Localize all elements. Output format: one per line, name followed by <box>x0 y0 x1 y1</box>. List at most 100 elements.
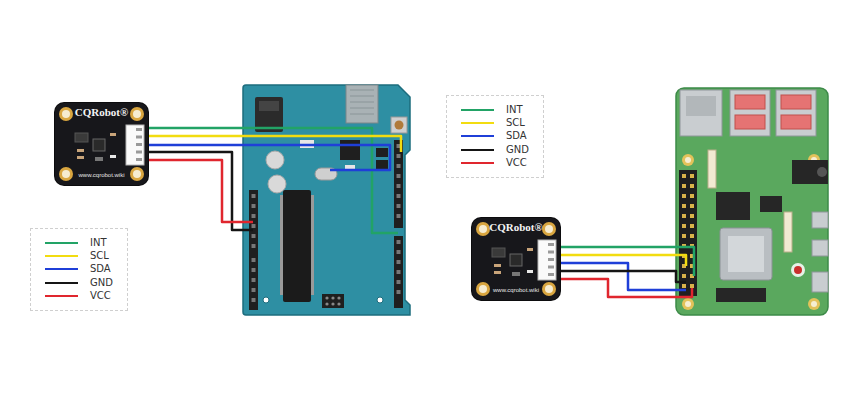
raspberry-pi-board-part <box>817 167 827 177</box>
arduino-board-part <box>394 140 403 228</box>
smd-part <box>110 155 116 158</box>
mounting-hole <box>62 170 70 178</box>
arduino-board-part <box>395 121 404 130</box>
arduino-board-part-part <box>397 174 401 178</box>
legend-line <box>461 135 494 137</box>
smd-part <box>527 248 533 251</box>
arduino-board-part <box>280 195 283 295</box>
legend-row: SDA <box>31 263 127 276</box>
legend-text: SCL <box>90 250 109 262</box>
mounting-hole <box>542 282 556 296</box>
arduino-board-part <box>376 148 388 157</box>
arduino-board-part <box>252 144 401 302</box>
legend-line <box>45 268 78 270</box>
scl-wire <box>560 255 686 266</box>
legend-text: GND <box>90 277 113 289</box>
arduino-board-part <box>263 297 269 303</box>
connector-pin <box>136 143 142 146</box>
wire-bundle <box>148 128 401 233</box>
raspberry-pi-board-part <box>776 90 816 136</box>
arduino-board-part-part <box>397 260 401 264</box>
raspberry-pi-board-part <box>735 115 765 129</box>
raspberry-pi-board-part <box>708 150 716 188</box>
raspberry-pi-board-part <box>784 212 792 252</box>
legend-row: INT <box>31 236 127 249</box>
arduino-board-part <box>377 297 383 303</box>
arduino-board-part-part <box>397 214 401 218</box>
raspberry-pi-board-part <box>676 88 828 315</box>
raspberry-pi-board-part-part <box>690 184 694 188</box>
arduino-board-part-part <box>252 214 256 218</box>
raspberry-pi-board-part <box>781 95 811 109</box>
legend-text: SDA <box>506 130 527 142</box>
sda-wire <box>560 263 686 290</box>
arduino-board-part <box>350 90 374 91</box>
arduino-board-part <box>243 85 410 315</box>
legend-line <box>45 255 78 257</box>
raspberry-pi-board-part <box>735 95 765 109</box>
arduino-board-part <box>322 294 344 308</box>
mounting-hole <box>479 285 487 293</box>
connector-pin <box>548 243 554 246</box>
raspberry-pi-board-part <box>812 272 828 292</box>
connector <box>538 240 556 280</box>
raspberry-pi-board-part <box>685 157 691 163</box>
raspberry-pi-board-part-part <box>682 184 686 188</box>
arduino-board-part <box>249 190 258 310</box>
legend-text: INT <box>506 104 523 116</box>
mounting-hole <box>479 225 487 233</box>
vcc-wire <box>148 160 253 222</box>
legend-row: SDA <box>447 130 543 143</box>
arduino-board-part <box>391 117 407 133</box>
wire-bundle <box>560 247 694 297</box>
raspberry-pi-board-part <box>730 90 770 136</box>
raspberry-pi-board-part <box>792 160 828 184</box>
mounting-hole <box>476 282 490 296</box>
arduino-board-part <box>376 160 388 169</box>
gnd-wire <box>148 152 253 230</box>
arduino-board-part <box>266 151 284 169</box>
raspberry-pi-board-part-part <box>682 174 686 178</box>
arduino-board-part-part <box>252 258 256 262</box>
arduino-board-part-part <box>252 234 256 238</box>
legend-line <box>461 122 494 124</box>
arduino-board-part <box>259 101 279 111</box>
raspberry-pi-board-part <box>716 192 750 220</box>
arduino-board-part <box>350 96 374 97</box>
sda-wire <box>148 145 390 170</box>
arduino-board-part <box>325 296 328 299</box>
smd-part <box>494 271 501 274</box>
mounting-hole <box>476 222 490 236</box>
arduino-board-part-part <box>397 184 401 188</box>
connector-pin <box>136 136 142 139</box>
legend-text: SDA <box>90 263 111 275</box>
raspberry-pi-board-part <box>716 288 766 302</box>
arduino-board-part-part <box>252 268 256 272</box>
arduino-board-part <box>350 114 374 115</box>
legend-line <box>461 149 494 151</box>
chip <box>510 254 522 266</box>
raspberry-pi-board-part-part <box>682 234 686 238</box>
raspberry-pi-board-part-part <box>682 214 686 218</box>
vcc-wire <box>560 279 692 297</box>
arduino-board <box>243 85 410 315</box>
raspberry-pi-board-part-part <box>690 174 694 178</box>
legend-line <box>461 109 494 111</box>
smd-part <box>77 149 84 152</box>
raspberry-pi-board-part <box>812 240 828 256</box>
raspberry-pi-board-part <box>760 196 782 212</box>
arduino-board-part <box>268 175 286 193</box>
legend-row: VCC <box>31 290 127 303</box>
mounting-hole <box>545 225 553 233</box>
raspberry-pi-board-part-part <box>682 284 686 288</box>
mounting-hole <box>59 167 73 181</box>
arduino-board-part <box>337 302 340 305</box>
mounting-hole <box>130 107 144 121</box>
smd-part <box>527 270 533 273</box>
mounting-hole <box>130 167 144 181</box>
smd-part <box>512 272 520 276</box>
legend-line <box>45 295 78 297</box>
